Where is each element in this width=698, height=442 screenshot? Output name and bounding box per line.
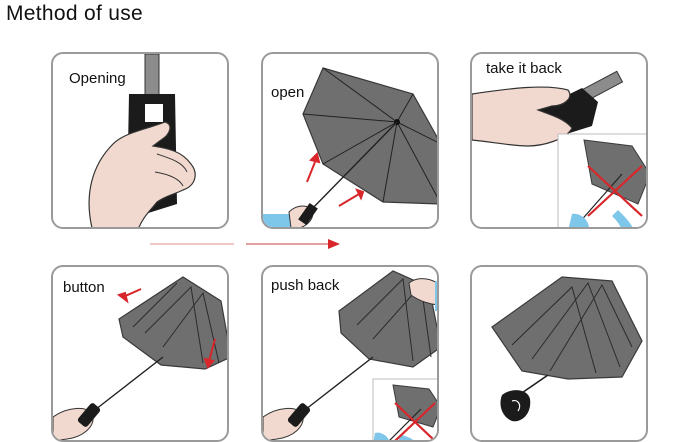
press-button-illustration — [53, 276, 227, 440]
page-title: Method of use — [6, 2, 143, 25]
step-label-take-it-back: take it back — [486, 60, 562, 77]
step-panel-button: button — [51, 265, 229, 442]
flow-arrow — [150, 239, 340, 249]
take-back-illustration — [472, 70, 646, 227]
step-label-button: button — [63, 279, 105, 296]
step-panel-opening: Opening — [51, 52, 229, 229]
step-label-push-back: push back — [271, 277, 340, 294]
closed-umbrella-illustration — [491, 276, 643, 422]
step-panel-open: open — [261, 52, 439, 229]
step-panel-closed — [470, 265, 648, 442]
step-label-opening: Opening — [69, 70, 126, 87]
step-panel-push-back: push back — [261, 265, 439, 442]
step-panel-take-it-back: take it back — [470, 52, 648, 229]
open-umbrella-illustration — [263, 67, 437, 227]
push-back-illustration — [263, 270, 437, 440]
hand-holding-handle-illustration — [88, 54, 196, 227]
step-label-open: open — [271, 84, 305, 101]
